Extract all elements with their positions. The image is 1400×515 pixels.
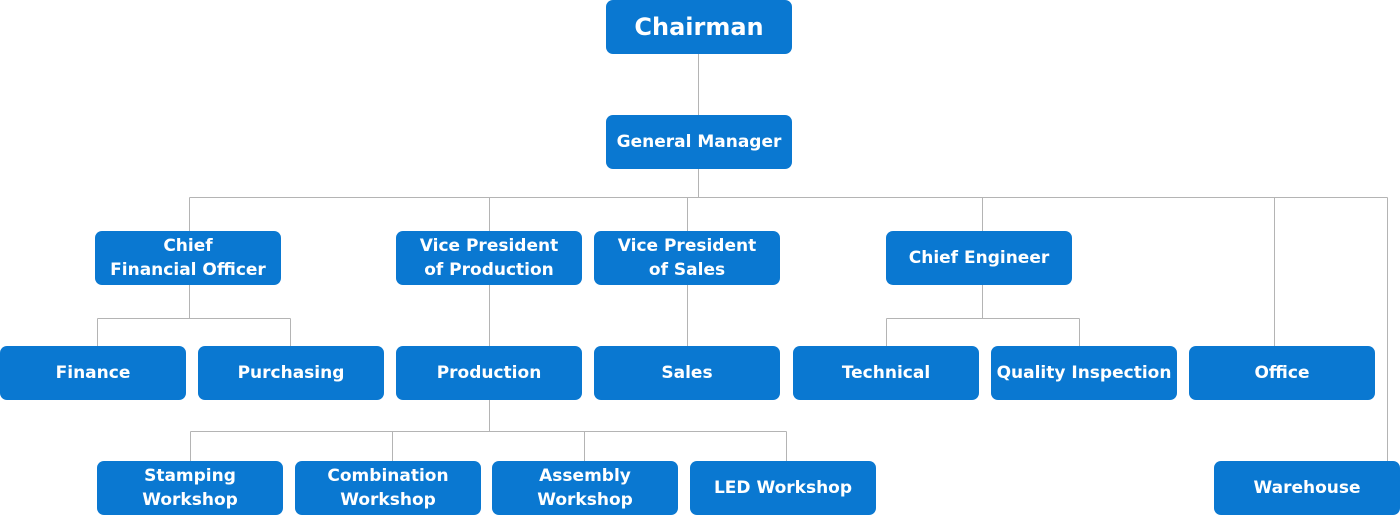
node-label-assembly-workshop: Assembly Workshop — [537, 466, 633, 510]
node-chief-engineer: Chief Engineer — [886, 231, 1072, 285]
node-vp-production: Vice President of Production — [396, 231, 582, 285]
node-label-production: Production — [436, 363, 542, 383]
node-stamping-workshop: Stamping Workshop — [97, 461, 283, 515]
node-label-chairman: Chairman — [634, 13, 764, 41]
node-label-general-manager: General Manager — [616, 132, 782, 152]
node-quality-inspection: Quality Inspection — [991, 346, 1177, 400]
node-chief-financial-officer: Chief Financial Officer — [95, 231, 281, 285]
node-chairman: Chairman — [606, 0, 792, 54]
node-label-technical: Technical — [841, 363, 931, 383]
node-label-finance: Finance — [55, 363, 131, 383]
node-label-led-workshop: LED Workshop — [713, 478, 853, 498]
node-general-manager: General Manager — [606, 115, 792, 169]
node-label-office: Office — [1254, 363, 1310, 383]
node-label-combination-workshop: Combination Workshop — [327, 466, 449, 510]
node-vp-sales: Vice President of Sales — [594, 231, 780, 285]
node-warehouse: Warehouse — [1214, 461, 1400, 515]
node-label-stamping-workshop: Stamping Workshop — [142, 466, 238, 510]
node-label-purchasing: Purchasing — [237, 363, 345, 383]
node-label-chief-financial-officer: Chief Financial Officer — [110, 236, 266, 280]
node-label-warehouse: Warehouse — [1253, 478, 1361, 498]
node-label-vp-production: Vice President of Production — [419, 236, 559, 280]
node-assembly-workshop: Assembly Workshop — [492, 461, 678, 515]
node-purchasing: Purchasing — [198, 346, 384, 400]
node-label-sales: Sales — [661, 363, 713, 383]
node-finance: Finance — [0, 346, 186, 400]
node-label-vp-sales: Vice President of Sales — [617, 236, 757, 280]
node-sales: Sales — [594, 346, 780, 400]
node-office: Office — [1189, 346, 1375, 400]
node-led-workshop: LED Workshop — [690, 461, 876, 515]
node-combination-workshop: Combination Workshop — [295, 461, 481, 515]
node-label-chief-engineer: Chief Engineer — [908, 248, 1050, 268]
node-production: Production — [396, 346, 582, 400]
node-label-quality-inspection: Quality Inspection — [996, 363, 1172, 383]
node-technical: Technical — [793, 346, 979, 400]
